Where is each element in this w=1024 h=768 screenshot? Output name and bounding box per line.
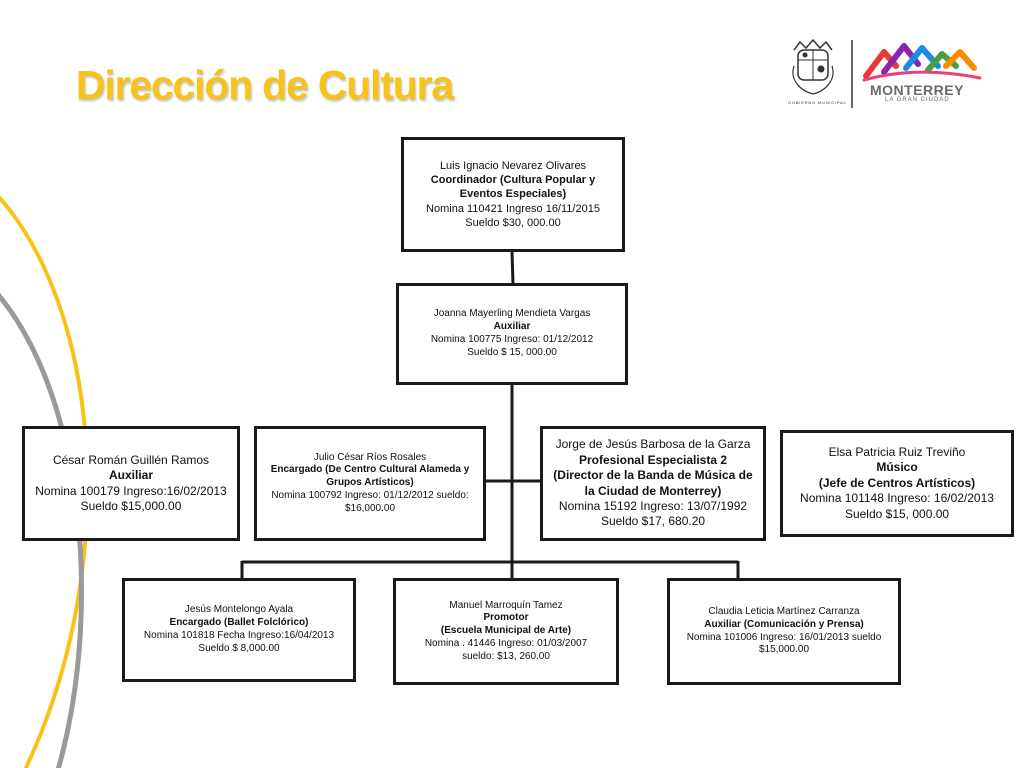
person-role: Músico bbox=[876, 460, 918, 475]
person-nomina: Nomina 110421 Ingreso 16/11/2015 bbox=[426, 202, 600, 215]
org-box-claudia: Claudia Leticia Martínez Carranza Auxili… bbox=[667, 578, 901, 685]
person-role: Encargado (Ballet Folclórico) bbox=[169, 617, 309, 629]
person-sueldo: Sueldo $15,000.00 bbox=[80, 498, 182, 513]
person-role: Auxiliar bbox=[108, 468, 153, 483]
org-box-manuel: Manuel Marroquín Tamez Promotor (Escuela… bbox=[393, 578, 619, 685]
person-nomina: Nomina 100792 Ingreso: 01/12/2012 sueldo… bbox=[271, 489, 469, 514]
person-subrole: (Director de la Banda de Música de la Ci… bbox=[553, 468, 753, 498]
person-role: Auxiliar (Comunicación y Prensa) bbox=[704, 618, 864, 630]
person-nomina: Nomina 15192 Ingreso: 13/07/1992 bbox=[558, 498, 748, 513]
org-box-julio: Julio César Ríos Rosales Encargado (De C… bbox=[254, 426, 486, 541]
connector-lines bbox=[240, 250, 740, 580]
municipal-seal-icon bbox=[792, 38, 834, 95]
person-name: Claudia Leticia Martínez Carranza bbox=[708, 605, 860, 617]
org-box-cesar: César Román Guillén Ramos Auxiliar Nomin… bbox=[22, 426, 240, 541]
person-name: Manuel Marroquín Tamez bbox=[449, 599, 563, 611]
person-sueldo: Sueldo $15, 000.00 bbox=[844, 506, 950, 521]
person-role: Profesional Especialista 2 bbox=[578, 452, 728, 467]
person-name: César Román Guillén Ramos bbox=[52, 452, 210, 467]
page-title: Dirección de Cultura bbox=[76, 62, 454, 108]
person-name: Elsa Patricia Ruiz Treviño bbox=[828, 445, 966, 460]
brand-name: MONTERREY bbox=[870, 82, 964, 98]
person-name: Jesús Montelongo Ayala bbox=[184, 604, 294, 616]
person-name: Joanna Mayerling Mendieta Vargas bbox=[433, 308, 591, 320]
person-role: Encargado (De Centro Cultural Alameda y … bbox=[270, 464, 470, 489]
person-name: Julio César Ríos Rosales bbox=[313, 451, 427, 463]
org-box-jorge: Jorge de Jesús Barbosa de la Garza Profe… bbox=[540, 426, 766, 541]
person-sueldo: sueldo: $13, 260.00 bbox=[462, 650, 550, 662]
person-nomina: Nomina 101818 Fecha Ingreso:16/04/2013 bbox=[143, 630, 335, 641]
org-box-elsa: Elsa Patricia Ruiz Treviño Músico (Jefe … bbox=[780, 430, 1014, 537]
person-nomina: Nomina 100775 Ingreso: 01/12/2012 bbox=[430, 334, 594, 345]
org-box-jesus: Jesús Montelongo Ayala Encargado (Ballet… bbox=[122, 578, 356, 682]
person-subrole: (Jefe de Centros Artísticos) bbox=[818, 475, 976, 490]
header-logos: GOBIERNO MUNICIPAL MONTERREY LA GRAN CIU… bbox=[780, 36, 990, 112]
person-sueldo: Sueldo $17, 680.20 bbox=[600, 514, 706, 529]
monterrey-mountains-icon bbox=[862, 43, 982, 82]
person-role: Auxiliar bbox=[493, 321, 531, 333]
person-nomina: Nomina 100179 Ingreso:16/02/2013 bbox=[35, 483, 227, 498]
person-role: Promotor bbox=[483, 612, 529, 624]
person-role: Coordinador (Cultura Popular y Eventos E… bbox=[430, 174, 596, 201]
org-box-coordinador: Luis Ignacio Nevarez Olivares Coordinado… bbox=[401, 137, 625, 252]
person-name: Jorge de Jesús Barbosa de la Garza bbox=[555, 437, 751, 452]
org-box-auxiliar-joanna: Joanna Mayerling Mendieta Vargas Auxilia… bbox=[396, 283, 628, 385]
person-nomina: Nomina 101148 Ingreso: 16/02/2013 bbox=[800, 491, 994, 506]
logo-graphics bbox=[792, 38, 982, 108]
person-nomina: Nomina 101006 Ingreso: 16/01/2013 sueldo… bbox=[686, 631, 882, 656]
person-sueldo: Sueldo $ 15, 000.00 bbox=[467, 346, 557, 358]
person-subrole: (Escuela Municipal de Arte) bbox=[440, 625, 572, 637]
person-nomina: Nomina . 41446 Ingreso: 01/03/2007 bbox=[424, 637, 588, 649]
person-sueldo: Sueldo $30, 000.00 bbox=[465, 216, 561, 229]
person-name: Luis Ignacio Nevarez Olivares bbox=[439, 160, 587, 173]
seal-caption: GOBIERNO MUNICIPAL bbox=[788, 100, 847, 105]
brand-tagline: LA GRAN CIUDAD bbox=[885, 97, 950, 103]
person-sueldo: Sueldo $ 8,000.00 bbox=[198, 642, 280, 654]
